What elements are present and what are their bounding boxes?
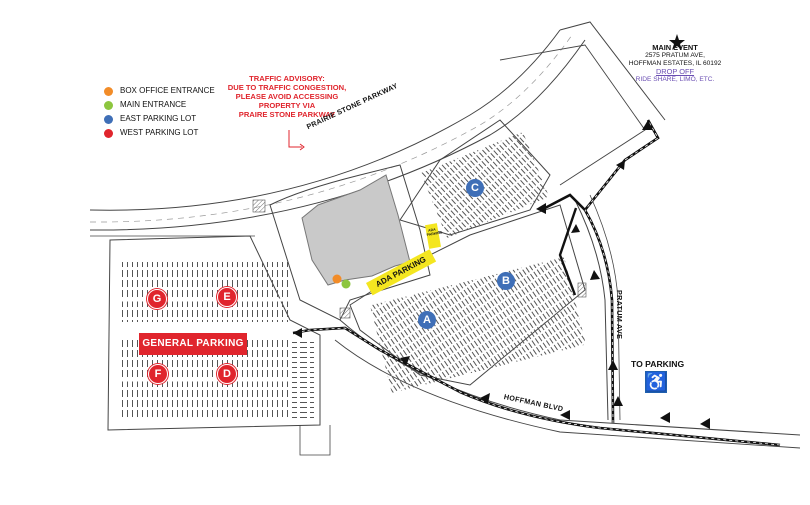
advisory-line: DUE TO TRAFFIC CONGESTION, (227, 83, 347, 92)
box-office-entrance-marker (332, 274, 342, 284)
main-event-info: MAIN EVENT 2575 PRATUM AVE, HOFFMAN ESTA… (620, 44, 730, 84)
advisory-arrow (288, 130, 302, 148)
pratum-ave-road (499, 21, 666, 421)
main-entrance-marker (341, 279, 351, 289)
legend-label: WEST PARKING LOT (120, 128, 199, 137)
orange-dot-icon (104, 86, 113, 96)
address-line: 2575 PRATUM AVE, (645, 52, 705, 59)
lot-b-marker: B (497, 272, 515, 290)
prairie-stone-parkway (89, 29, 586, 237)
pratum-ave-label: PRATUM AVE (615, 290, 624, 340)
lot-f-marker: F (148, 364, 168, 384)
legend-label: EAST PARKING LOT (120, 114, 197, 123)
traffic-advisory: TRAFFIC ADVISORY: DUE TO TRAFFIC CONGEST… (220, 74, 354, 119)
blue-dot-icon (104, 114, 113, 124)
legend-item-main-entrance: MAIN ENTRANCE (104, 98, 215, 112)
red-dot-icon (104, 128, 113, 138)
wheelchair-icon: ♿ (645, 371, 668, 393)
legend-label: MAIN ENTRANCE (120, 100, 187, 109)
traffic-route (292, 119, 781, 447)
general-parking-label: GENERAL PARKING (139, 333, 247, 355)
legend-item-east-lot: EAST PARKING LOT (104, 112, 215, 126)
to-parking-label: TO PARKING (631, 359, 685, 369)
lot-e-marker: E (217, 287, 237, 307)
main-event-title: MAIN EVENT (652, 43, 698, 52)
crosswalk (252, 199, 266, 213)
advisory-line: PROPERTY VIA (258, 101, 316, 110)
drop-off-label: DROP OFF (655, 67, 695, 76)
lot-g-marker: G (147, 289, 167, 309)
legend-item-west-lot: WEST PARKING LOT (104, 126, 215, 140)
green-dot-icon (104, 100, 113, 110)
legend-item-box-office: BOX OFFICE ENTRANCE (104, 84, 215, 98)
address-line: HOFFMAN ESTATES, IL 60192 (628, 60, 722, 67)
ride-share-label: RIDE SHARE, LIMO, ETC. (635, 76, 715, 83)
legend-label: BOX OFFICE ENTRANCE (120, 86, 215, 95)
advisory-title: TRAFFIC ADVISORY: (249, 74, 325, 83)
main-event-star-icon (669, 34, 685, 50)
advisory-line: PLEASE AVOID ACCESSING (235, 92, 339, 101)
map-legend: BOX OFFICE ENTRANCE MAIN ENTRANCE EAST P… (104, 84, 215, 140)
crosswalk (339, 307, 351, 319)
east-lot-outline (349, 119, 587, 393)
lot-a-marker: A (418, 311, 436, 329)
advisory-line: PRAIRE STONE PARKWAY (238, 110, 336, 119)
lot-c-marker: C (466, 179, 484, 197)
site-boundary (269, 164, 431, 321)
lot-d-marker: D (217, 364, 237, 384)
